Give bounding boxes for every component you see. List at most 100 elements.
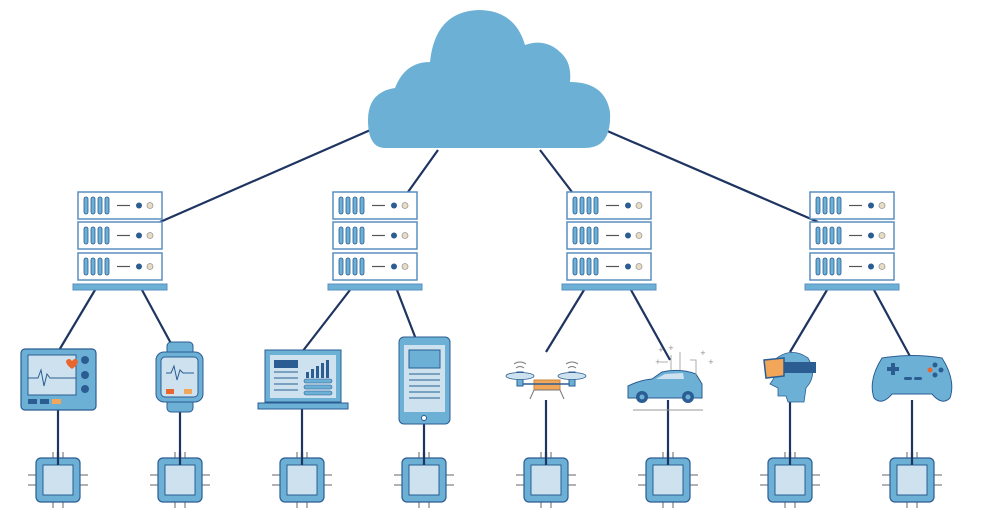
microchip-icon — [272, 452, 332, 508]
gamepad-icon — [871, 355, 953, 402]
server-unit — [332, 252, 418, 281]
led-icon — [391, 263, 397, 270]
led-icon — [635, 263, 643, 270]
devices: +++++ — [20, 336, 953, 425]
vr-headset-icon — [763, 352, 816, 403]
vent-icon — [822, 226, 828, 245]
vent-icon — [338, 196, 344, 215]
vent-icon — [359, 257, 365, 276]
led-icon — [625, 232, 631, 239]
vent-icon — [338, 257, 344, 276]
server-unit — [566, 191, 652, 220]
server-unit — [809, 191, 895, 220]
chip-core — [408, 464, 440, 496]
server-rack-icon — [72, 191, 168, 291]
heart-icon — [66, 359, 78, 369]
led-icon — [146, 263, 154, 270]
chip-core — [652, 464, 684, 496]
server-rack-icon — [804, 191, 900, 291]
sparkle-icon: + — [700, 349, 706, 357]
vent-icon — [815, 257, 821, 276]
vent-icon — [97, 257, 103, 276]
server-unit — [77, 221, 163, 250]
server-unit — [809, 252, 895, 281]
vent-icon — [572, 257, 578, 276]
connection-line — [545, 289, 585, 353]
chip-core — [286, 464, 318, 496]
vent-icon — [83, 196, 89, 215]
microchip-icon — [394, 452, 454, 508]
led-icon — [878, 202, 886, 209]
server-base — [561, 283, 657, 291]
vent-icon — [352, 257, 358, 276]
led-icon — [878, 263, 886, 270]
connected-car-icon: +++++ — [627, 344, 714, 411]
server-unit — [77, 191, 163, 220]
sparkle-icon: + — [708, 358, 714, 366]
vent-icon — [815, 196, 821, 215]
led-icon — [868, 263, 874, 270]
dpad-icon — [887, 363, 899, 375]
server-rack-icon — [561, 191, 657, 291]
vent-icon — [104, 257, 110, 276]
led-icon — [136, 263, 142, 270]
led-icon — [136, 232, 142, 239]
led-icon — [146, 232, 154, 239]
server-base — [327, 283, 423, 291]
vent-icon — [822, 196, 828, 215]
vent-icon — [579, 226, 585, 245]
vent-icon — [572, 226, 578, 245]
led-icon — [878, 232, 886, 239]
connection-line — [630, 289, 671, 361]
vent-icon — [815, 226, 821, 245]
led-icon — [401, 263, 409, 270]
vent-icon — [593, 257, 599, 276]
connection-line — [407, 149, 439, 193]
vent-icon — [345, 257, 351, 276]
vent-icon — [338, 226, 344, 245]
server-unit — [809, 221, 895, 250]
vent-icon — [345, 196, 351, 215]
chip-core — [530, 464, 562, 496]
vent-icon — [836, 196, 842, 215]
vent-icon — [83, 257, 89, 276]
chip-core — [896, 464, 928, 496]
vent-icon — [836, 226, 842, 245]
sparkle-icon: + — [658, 346, 664, 354]
chips — [28, 452, 942, 508]
vent-icon — [572, 196, 578, 215]
server-base — [72, 283, 168, 291]
chip-core — [774, 464, 806, 496]
microchip-icon — [150, 452, 210, 508]
connections — [56, 126, 914, 460]
connection-line — [873, 289, 913, 361]
server-unit — [566, 252, 652, 281]
vent-icon — [829, 196, 835, 215]
vent-icon — [352, 226, 358, 245]
vent-icon — [345, 226, 351, 245]
sparkle-icon: + — [668, 344, 674, 352]
tablet-icon — [398, 336, 451, 425]
chip-core — [42, 464, 74, 496]
microchip-icon — [882, 452, 942, 508]
connection-line — [539, 149, 573, 193]
drone-icon — [505, 361, 587, 400]
connection-line — [604, 128, 819, 224]
vent-icon — [90, 257, 96, 276]
vent-icon — [586, 196, 592, 215]
connection-line — [57, 289, 96, 353]
vent-icon — [97, 196, 103, 215]
led-icon — [868, 202, 874, 209]
vent-icon — [579, 257, 585, 276]
laptop-icon — [257, 349, 349, 410]
microchip-icon — [638, 452, 698, 508]
led-icon — [391, 202, 397, 209]
server-unit — [77, 252, 163, 281]
vent-icon — [829, 226, 835, 245]
vent-icon — [822, 257, 828, 276]
server-unit — [566, 221, 652, 250]
servers — [72, 191, 900, 291]
vent-icon — [90, 196, 96, 215]
vent-icon — [104, 226, 110, 245]
